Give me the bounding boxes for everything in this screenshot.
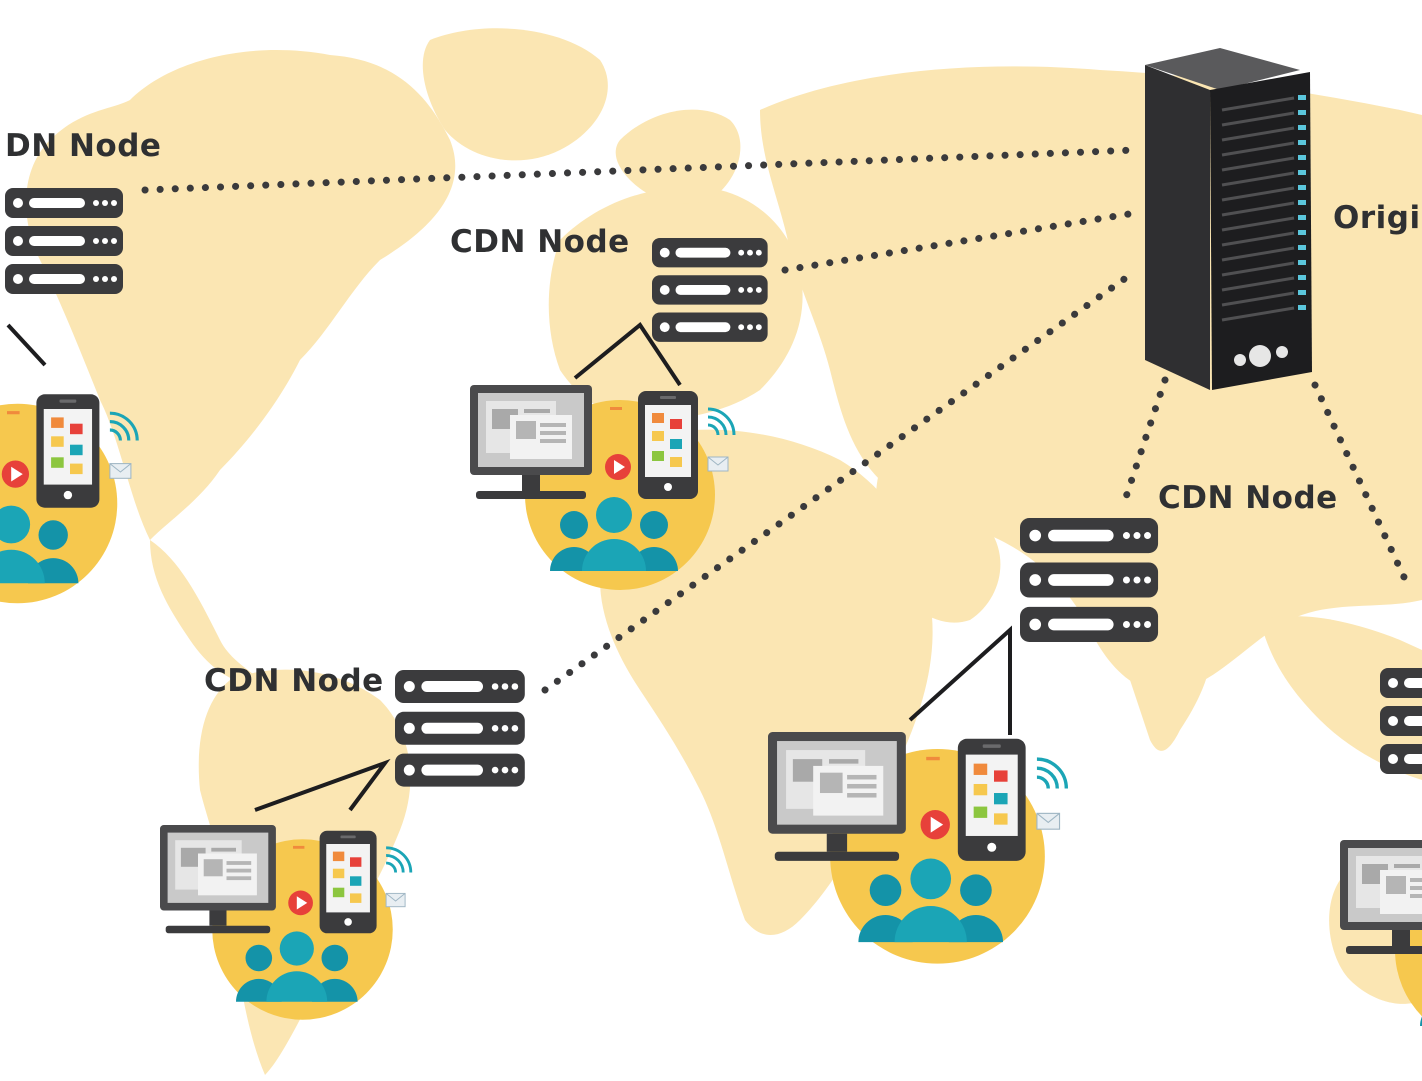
- cdn-node-southamerica-icon: [395, 670, 525, 787]
- link-origin-topleft-node: [141, 146, 1139, 194]
- cdn-node-right-icon: [1380, 668, 1422, 774]
- link-origin-southamerica-node: [541, 271, 1134, 694]
- connection-lines: [141, 146, 1414, 694]
- link-origin-asia-node: [1121, 376, 1169, 504]
- node-user-links: [6, 322, 1012, 812]
- cdn-node-asia-icon: [1020, 518, 1159, 643]
- origin-server-icon: [1145, 48, 1312, 390]
- cdn-node-label-topleft: DN Node: [5, 128, 162, 164]
- cdn-node-label-europe: CDN Node: [450, 224, 630, 260]
- cdn-node-label-asia: CDN Node: [1158, 480, 1338, 516]
- link-origin-europe-node: [781, 209, 1139, 274]
- cdn-node-label-southamerica: CDN Node: [204, 663, 384, 699]
- user-cluster-southamerica: [158, 823, 413, 1022]
- origin-label: Origi: [1333, 200, 1421, 236]
- cdn-node-europe-icon: [652, 238, 768, 342]
- cdn-node-topleft-icon: [5, 188, 123, 294]
